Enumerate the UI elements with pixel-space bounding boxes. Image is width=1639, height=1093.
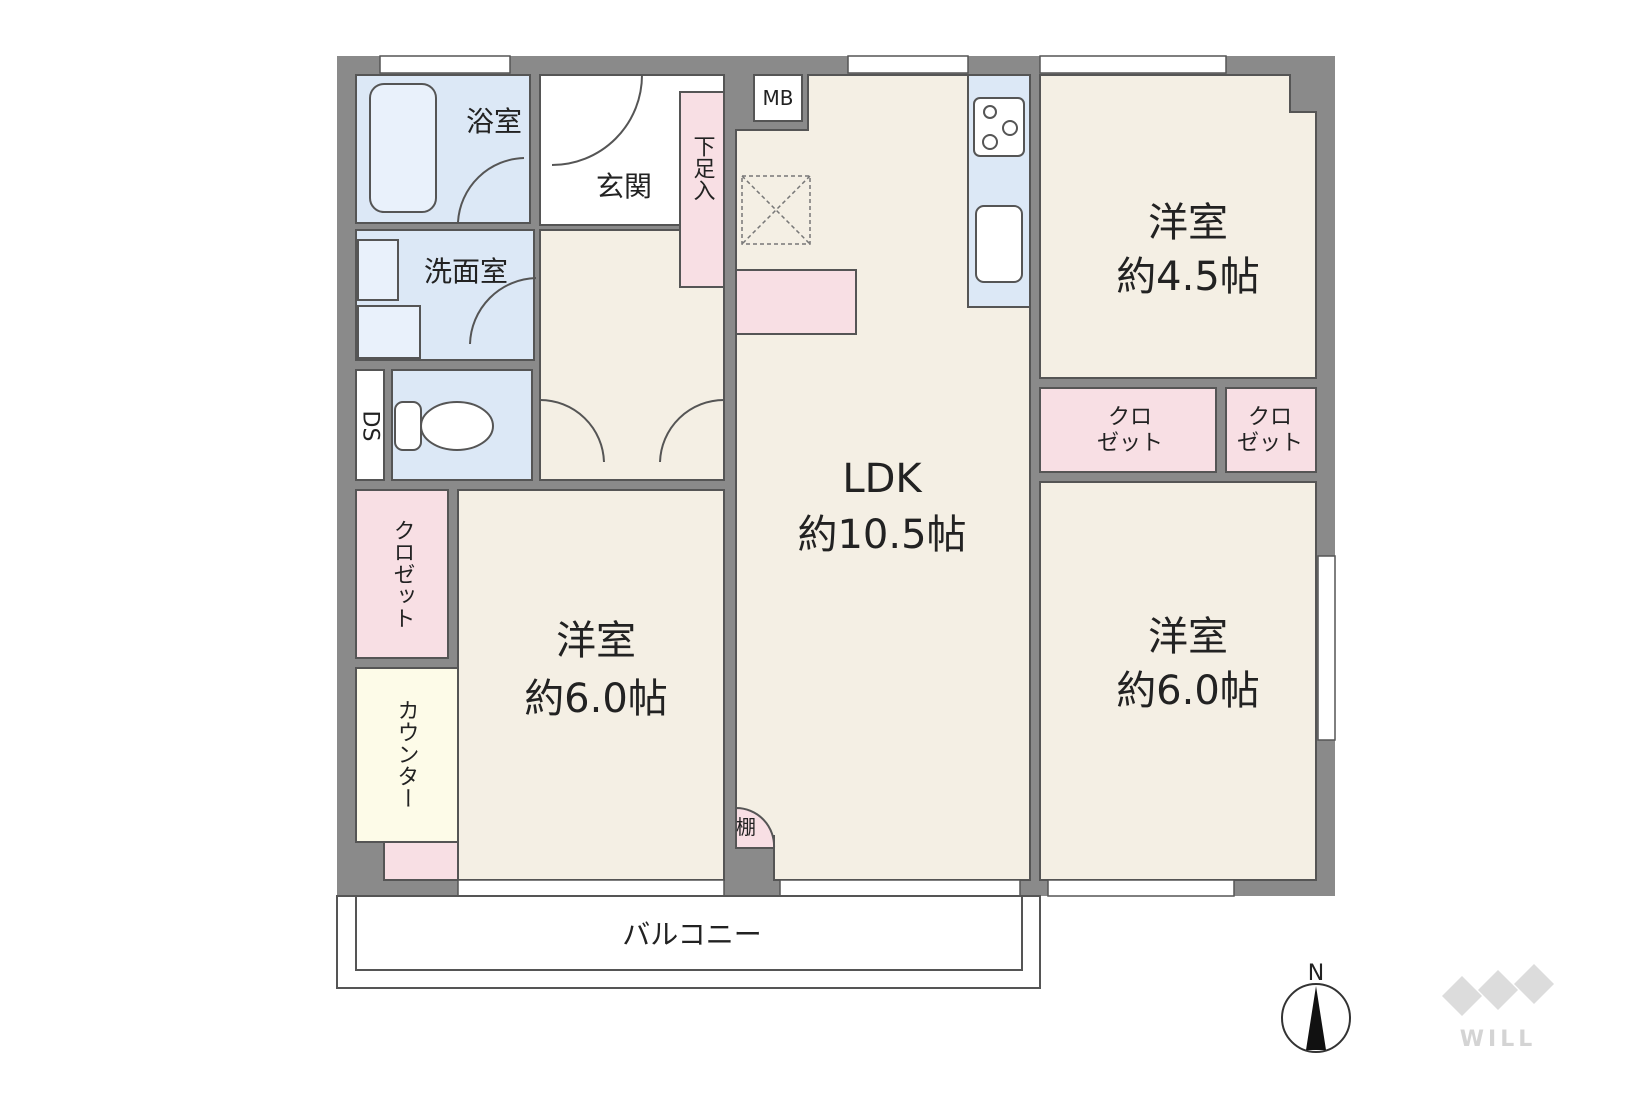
label-ds: DS bbox=[358, 411, 383, 442]
kitchen-cabinet bbox=[735, 269, 857, 335]
window-ldk-top bbox=[847, 55, 969, 74]
label-balcony: バルコニー bbox=[622, 918, 761, 951]
label-mb: MB bbox=[763, 86, 794, 110]
bath-door-swing bbox=[457, 157, 525, 223]
label-entrance: 玄関 bbox=[596, 170, 652, 203]
window-room-bottom-right bbox=[1047, 879, 1235, 897]
logo-text: WILL bbox=[1460, 1027, 1537, 1052]
burner-3 bbox=[982, 134, 998, 150]
washer-pan bbox=[357, 305, 421, 359]
label-western-left-name: 洋室 bbox=[556, 618, 636, 664]
kitchen-sink bbox=[975, 205, 1023, 283]
entrance-door-swing bbox=[551, 74, 644, 166]
western-room-left bbox=[457, 489, 725, 881]
western-room-bottom-right bbox=[1039, 481, 1317, 881]
label-ldk-size: 約10.5帖 bbox=[797, 512, 966, 558]
label-washroom: 洗面室 bbox=[424, 255, 508, 288]
counter-area bbox=[355, 667, 459, 843]
window-bath bbox=[379, 55, 511, 74]
compass: N bbox=[1281, 961, 1351, 1053]
label-closet-mid-1: クロ bbox=[1108, 405, 1152, 430]
label-shoe-storage: 下足入 bbox=[690, 135, 716, 201]
logo-mark-mid-icon bbox=[1478, 970, 1518, 1010]
closet-middle bbox=[1039, 387, 1217, 473]
shoe-storage bbox=[679, 91, 725, 288]
compass-north-label: N bbox=[1308, 961, 1324, 986]
label-western-left-size: 約6.0帖 bbox=[524, 676, 668, 722]
toilet-door-swing bbox=[539, 399, 605, 463]
ds-shaft bbox=[355, 369, 385, 481]
counter-storage bbox=[383, 841, 459, 881]
hatch-diagonal-1 bbox=[741, 175, 811, 245]
window-room-right-side bbox=[1317, 555, 1336, 741]
label-ldk-name: LDK bbox=[842, 456, 923, 502]
label-closet-right-2: ゼット bbox=[1237, 431, 1303, 456]
ldk-door-swing bbox=[659, 399, 725, 463]
stove-top bbox=[973, 97, 1025, 157]
ceiling-hatch bbox=[741, 175, 811, 245]
logo-mark-right-icon bbox=[1514, 964, 1554, 1004]
burner-1 bbox=[983, 105, 997, 119]
mb-box bbox=[753, 74, 803, 122]
label-western-tr-name: 洋室 bbox=[1148, 200, 1228, 246]
window-room-top-right bbox=[1039, 55, 1227, 74]
label-western-br-name: 洋室 bbox=[1148, 614, 1228, 660]
hatch-diagonal-2 bbox=[741, 175, 811, 245]
window-ldk-bottom bbox=[779, 879, 1021, 897]
logo-mark-left-icon bbox=[1442, 976, 1482, 1016]
bathtub bbox=[369, 83, 437, 213]
label-counter: カウンター bbox=[394, 699, 419, 809]
burner-2 bbox=[1002, 120, 1018, 136]
sink-unit bbox=[357, 239, 399, 301]
washroom-door-swing bbox=[469, 277, 537, 345]
toilet-bowl bbox=[420, 401, 494, 451]
toilet-tank bbox=[394, 401, 422, 451]
western-room-top-right bbox=[1039, 74, 1317, 379]
closet-right bbox=[1225, 387, 1317, 473]
compass-needle-icon bbox=[1306, 986, 1326, 1050]
label-closet-right-1: クロ bbox=[1248, 405, 1292, 430]
label-closet-mid-2: ゼット bbox=[1097, 431, 1163, 456]
shelf-unit bbox=[735, 806, 776, 849]
label-western-tr-size: 約4.5帖 bbox=[1116, 254, 1260, 300]
label-bath: 浴室 bbox=[466, 105, 522, 138]
balcony-inner bbox=[355, 895, 1023, 971]
closet-left bbox=[355, 489, 449, 659]
label-closet-left: クロゼット bbox=[390, 519, 415, 629]
label-shelf: 棚 bbox=[736, 815, 756, 839]
label-western-br-size: 約6.0帖 bbox=[1116, 668, 1260, 714]
will-logo: WILL bbox=[1442, 964, 1554, 1052]
window-room-left-bottom bbox=[457, 879, 725, 897]
